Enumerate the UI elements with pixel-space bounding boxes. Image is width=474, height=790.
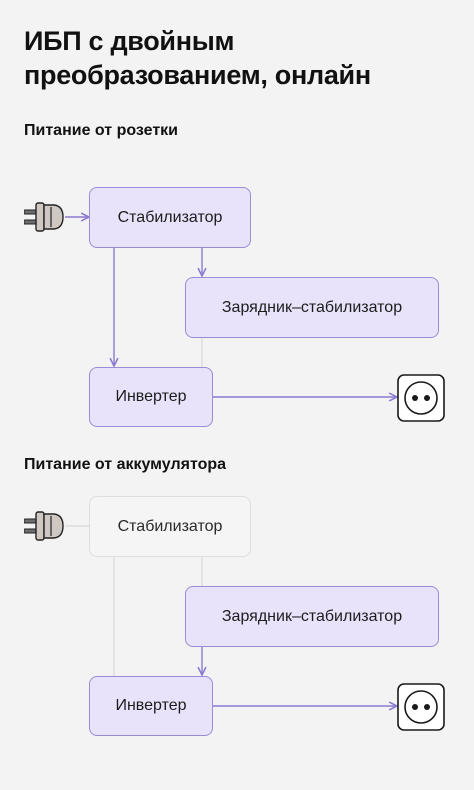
diagram-mains: Стабилизатор Зарядник–стабилизатор Инвер… [0, 170, 474, 480]
diagram-mains-arrows [65, 170, 474, 480]
stabilizer-box: Стабилизатор [89, 187, 251, 248]
inverter-box: Инвертер [89, 676, 213, 736]
inverter-box: Инвертер [89, 367, 213, 427]
diagram-battery-arrows [65, 525, 474, 790]
power-socket-icon [397, 683, 445, 736]
power-socket-icon [397, 374, 445, 427]
section-title-mains: Питание от розетки [24, 122, 179, 139]
diagram-battery: Стабилизатор Зарядник–стабилизатор Инвер… [0, 480, 474, 790]
section-title-battery: Питание от аккумулятора [24, 456, 227, 473]
stabilizer-box: Стабилизатор [89, 496, 251, 557]
charger-stabilizer-box: Зарядник–стабилизатор [185, 586, 439, 647]
page-title: ИБП с двойным преобразованием, онлайн [24, 26, 371, 90]
power-plug-icon [23, 511, 66, 546]
power-plug-icon [23, 202, 66, 237]
charger-stabilizer-box: Зарядник–стабилизатор [185, 277, 439, 338]
